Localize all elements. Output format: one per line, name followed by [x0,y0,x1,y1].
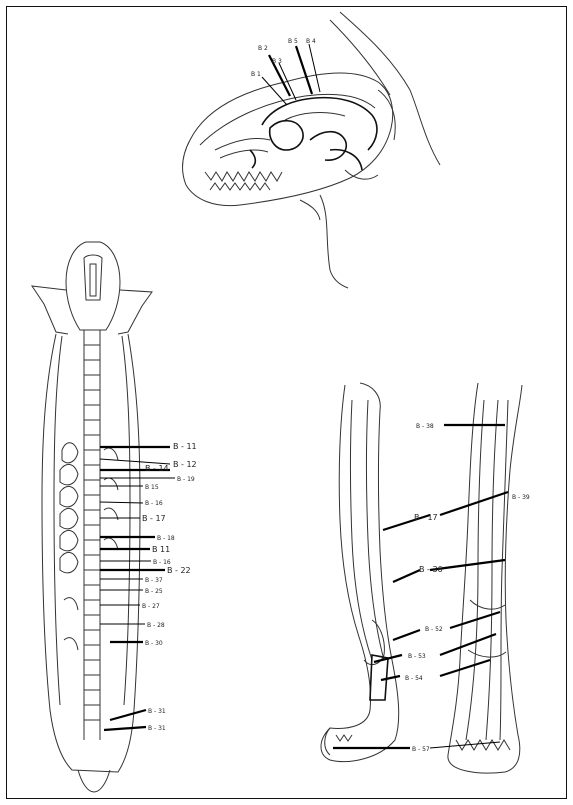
body-label-b16-b: B - 16 [153,559,171,566]
limb-label-b39: B - 39 [512,494,530,501]
body-label-b28: B - 28 [147,622,165,629]
skull-label-b3: B 3 [272,58,282,65]
body-label-b16-a: B - 16 [145,500,163,507]
body-label-b30: B - 30 [145,640,163,647]
body-label-b19: B - 19 [177,476,195,483]
skull-label-b1: B 1 [251,71,261,78]
body-label-b27: B - 27 [142,603,160,610]
body-label-b11-b: B 11 [152,545,170,554]
body-label-b31-b: B - 31 [148,725,166,732]
limb-label-b57: B - 57 [412,746,430,753]
body-labels: B - 11 B - 12 B - 14 B - 19 B 15 B - 16 … [142,442,197,732]
limb-label-b17: B - 17 [414,513,438,522]
limb-label-b38: B - 38 [416,423,434,430]
skull-illustration [183,12,440,288]
body-label-b22: B - 22 [167,566,191,575]
limb-label-b54: B - 54 [405,675,423,682]
body-label-b37: B - 37 [145,577,163,584]
limb-labels: B - 38 B - 39 B - 17 B - 36 B - 52 B - 5… [405,423,530,753]
body-label-b12: B - 12 [173,460,197,469]
body-label-b15: B 15 [145,484,159,491]
limb-label-b36: B - 36 [419,565,443,574]
body-label-b18: B - 18 [157,535,175,542]
body-label-b31-a: B - 31 [148,708,166,715]
body-label-b25: B - 25 [145,588,163,595]
skull-label-b2: B 2 [258,45,268,52]
skull-label-b4: B 4 [306,38,316,45]
limb-illustrations [321,383,522,773]
body-label-b11-a: B - 11 [173,442,197,451]
limb-label-b52: B - 52 [425,626,443,633]
skull-label-b5: B 5 [288,38,298,45]
limb-label-b53: B - 53 [408,653,426,660]
body-label-b17: B - 17 [142,514,166,523]
body-label-b14: B - 14 [145,464,169,473]
